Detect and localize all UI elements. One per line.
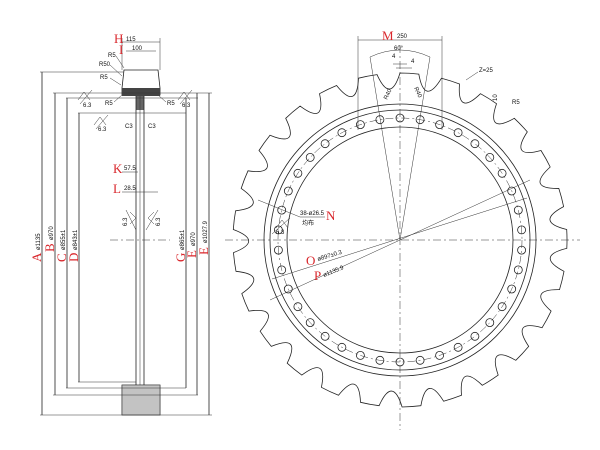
dim-B: ø970: [49, 226, 55, 240]
dim-K: 57.5: [124, 166, 136, 172]
dim-A: ø1135: [36, 233, 42, 250]
radius-label: R5: [108, 53, 116, 59]
dim-D: ø843±1: [73, 229, 79, 250]
roughness-label: 6.3: [276, 230, 285, 236]
bolt-hole: [277, 265, 287, 275]
bolt-hole: [283, 284, 293, 294]
bolt-hole: [305, 318, 315, 328]
bolt-hole: [293, 302, 303, 312]
dim-O: ø897±0.3: [317, 250, 344, 263]
roughness-label: 6.3: [123, 217, 129, 226]
bolt-hole: [470, 139, 480, 149]
label-C: C: [54, 253, 69, 262]
tooth-radius: R40: [412, 86, 422, 99]
roughness-label: 6.3: [156, 217, 162, 226]
bolt-hole: [395, 357, 405, 367]
tooth-dim: 4: [411, 59, 415, 65]
dim-H: 115: [126, 37, 136, 43]
sprocket-teeth-outline: [232, 72, 568, 408]
tip-radius: R5: [512, 100, 520, 106]
bolt-hole: [470, 331, 480, 341]
dim-M: 250: [397, 34, 408, 40]
hole-spec: 38-ø26.5: [300, 211, 325, 217]
label-O: O: [306, 253, 315, 268]
radius-label: R5: [167, 101, 175, 107]
bolt-hole: [517, 245, 526, 255]
bolt-hole: [355, 120, 365, 129]
bolt-hole: [320, 331, 330, 341]
label-B: B: [42, 243, 57, 252]
radius-label: R50: [99, 62, 111, 68]
dim-G: ø865±1: [180, 229, 186, 250]
bolt-hole: [375, 355, 385, 365]
dim-I: 100: [132, 46, 143, 52]
bolt-hole: [320, 139, 330, 149]
bolt-hole: [415, 115, 425, 125]
roughness-label: 6.3: [182, 103, 191, 109]
bolt-hole: [293, 168, 303, 178]
tooth-radius: R40: [383, 88, 393, 101]
roughness-label: 6.3: [98, 127, 107, 133]
label-E: E: [184, 250, 199, 258]
radius-label: R5: [105, 101, 113, 107]
teeth-count: Z=25: [479, 68, 494, 74]
bolt-hole: [435, 350, 445, 360]
label-K: K: [113, 161, 123, 176]
roughness-label: 6.3: [83, 103, 92, 109]
hatched-section: [122, 88, 160, 96]
bolt-hole: [497, 168, 507, 178]
label-H: H: [114, 31, 123, 46]
bolt-hole: [485, 318, 495, 328]
bolt-hole: [453, 128, 463, 138]
bolt-hole: [305, 152, 315, 162]
label-A: A: [29, 252, 44, 262]
label-L: L: [113, 181, 121, 196]
bolt-hole: [273, 225, 283, 235]
bolt-hole: [395, 113, 405, 123]
bolt-hole: [453, 342, 463, 352]
bolt-hole: [337, 128, 347, 138]
label-F: E: [196, 247, 211, 255]
angle-label: 60°: [394, 46, 404, 52]
bolt-hole: [497, 302, 507, 312]
dim-C: ø855±1: [61, 229, 67, 250]
front-view: M 250 60° 4 4 R40 R40 Z=25 10 R5 38-ø26.…: [225, 28, 580, 430]
bolt-hole: [277, 205, 287, 215]
label-D: D: [66, 253, 81, 262]
dim-L: 28.5: [124, 186, 136, 192]
radius-label: R5: [100, 75, 108, 81]
label-N: N: [326, 208, 336, 223]
bolt-hole: [507, 186, 517, 196]
section-view: H 115 I 100 R5 R50 R5 R5 R5 C3 C3: [29, 31, 212, 416]
hole-note: 均布: [302, 219, 314, 227]
bolt-hole: [355, 350, 365, 360]
bolt-hole: [273, 245, 283, 255]
chamfer-label: C3: [125, 124, 133, 130]
bolt-hole: [415, 355, 425, 365]
bolt-hole: [375, 115, 385, 125]
bolt-hole: [283, 186, 293, 196]
bolt-hole: [337, 342, 347, 352]
bolt-hole: [513, 205, 523, 215]
bolt-hole: [435, 120, 445, 129]
label-M: M: [382, 28, 394, 43]
bolt-hole: [517, 225, 526, 235]
bolt-hole: [507, 284, 517, 294]
dim-P: ø1135.9: [323, 265, 346, 279]
label-G: G: [173, 253, 188, 262]
chamfer-label: C3: [148, 124, 156, 130]
tooth-dim: 4: [392, 54, 396, 60]
dim-E: ø970: [191, 232, 197, 246]
bolt-hole: [513, 265, 523, 275]
label-P: P: [314, 268, 321, 283]
label-I: I: [119, 42, 123, 57]
bolt-hole: [485, 152, 495, 162]
tip-dim: 10: [493, 94, 499, 101]
dim-F: ø1027.9: [203, 220, 209, 243]
